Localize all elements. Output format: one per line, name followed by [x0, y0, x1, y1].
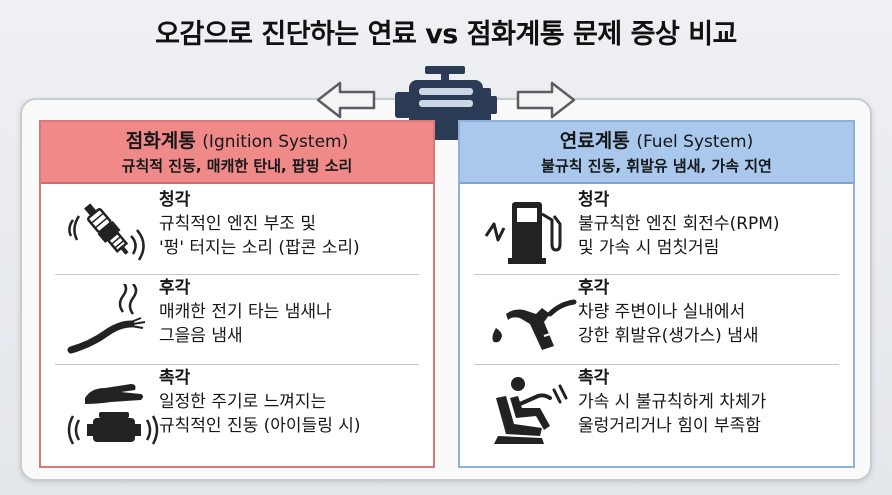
ignition-panel: 점화계통 (Ignition System) 규칙적 진동, 매캐한 탄내, 팝…: [39, 120, 435, 468]
symptom-line: 일정한 주기로 느껴지는: [159, 392, 327, 412]
ignition-title-en: (Ignition System): [202, 132, 349, 152]
fuel-panel: 연료계통 (Fuel System) 불규칙 진동, 휘발유 냄새, 가속 지연…: [458, 120, 855, 468]
symptom-line: 울렁거리거나 힘이 부족함: [578, 416, 761, 436]
hand-engine-vibration-icon: [67, 384, 159, 445]
fuel-header: 연료계통 (Fuel System) 불규칙 진동, 휘발유 냄새, 가속 지연: [460, 122, 853, 184]
ignition-header: 점화계통 (Ignition System) 규칙적 진동, 매캐한 탄내, 팝…: [41, 122, 433, 184]
ignition-row-touch: 촉각 일정한 주기로 느껴지는 규칙적인 진동 (아이들링 시): [41, 364, 433, 456]
row-divider: [474, 274, 839, 275]
sense-label: 촉각: [578, 368, 610, 388]
ignition-title: 점화계통: [125, 130, 196, 152]
symptom-line: 그을음 냄새: [159, 326, 243, 346]
sense-label: 청각: [159, 190, 191, 210]
fuel-pump-icon: [484, 202, 562, 264]
ignition-row-hearing: 청각 규칙적인 엔진 부조 및 '펑' 터지는 소리 (팝콘 소리): [41, 186, 433, 278]
sense-label: 촉각: [159, 368, 191, 388]
engine-icon: [395, 66, 497, 140]
row-divider: [55, 364, 419, 365]
sense-label: 후각: [578, 278, 610, 298]
fuel-row-smell: 후각 차량 주변이나 실내에서 강한 휘발유(생가스) 냄새: [460, 274, 853, 366]
fuel-title: 연료계통: [559, 130, 630, 152]
symptom-line: 규칙적인 엔진 부조 및: [159, 214, 316, 234]
symptom-line: 가속 시 불규칙하게 차체가: [578, 392, 767, 412]
symptom-line: '펑' 터지는 소리 (팝콘 소리): [159, 238, 360, 258]
symptom-line: 불규칙한 엔진 회전수(RPM): [578, 214, 780, 234]
symptom-line: 차량 주변이나 실내에서: [578, 302, 746, 322]
ignition-subtitle: 규칙적 진동, 매캐한 탄내, 팝핑 소리: [121, 157, 353, 175]
fuel-nozzle-icon: [492, 299, 577, 350]
row-divider: [474, 364, 839, 365]
sense-label: 후각: [159, 278, 191, 298]
fuel-subtitle: 불규칙 진동, 휘발유 냄새, 가속 지연: [541, 157, 772, 175]
arrow-left-icon: [316, 81, 376, 119]
symptom-line: 규칙적인 진동 (아이들링 시): [159, 416, 361, 436]
driver-seat-icon: [494, 377, 568, 444]
row-divider: [55, 274, 419, 275]
sense-label: 청각: [578, 190, 610, 210]
spark-plug-icon: [68, 203, 145, 261]
burning-wire-icon: [67, 284, 146, 354]
page-title: 오감으로 진단하는 연료 vs 점화계통 문제 증상 비교: [155, 19, 737, 50]
ignition-row-smell: 후각 매캐한 전기 타는 냄새나 그을음 냄새: [41, 274, 433, 366]
symptom-line: 매캐한 전기 타는 냄새나: [159, 302, 332, 322]
symptom-line: 및 가속 시 멈칫거림: [578, 238, 720, 258]
fuel-title-en: (Fuel System): [636, 132, 754, 152]
fuel-row-touch: 촉각 가속 시 불규칙하게 차체가 울렁거리거나 힘이 부족함: [460, 364, 853, 456]
fuel-row-hearing: 청각 불규칙한 엔진 회전수(RPM) 및 가속 시 멈칫거림: [460, 186, 853, 278]
arrow-right-icon: [516, 81, 576, 119]
symptom-line: 강한 휘발유(생가스) 냄새: [578, 326, 759, 346]
